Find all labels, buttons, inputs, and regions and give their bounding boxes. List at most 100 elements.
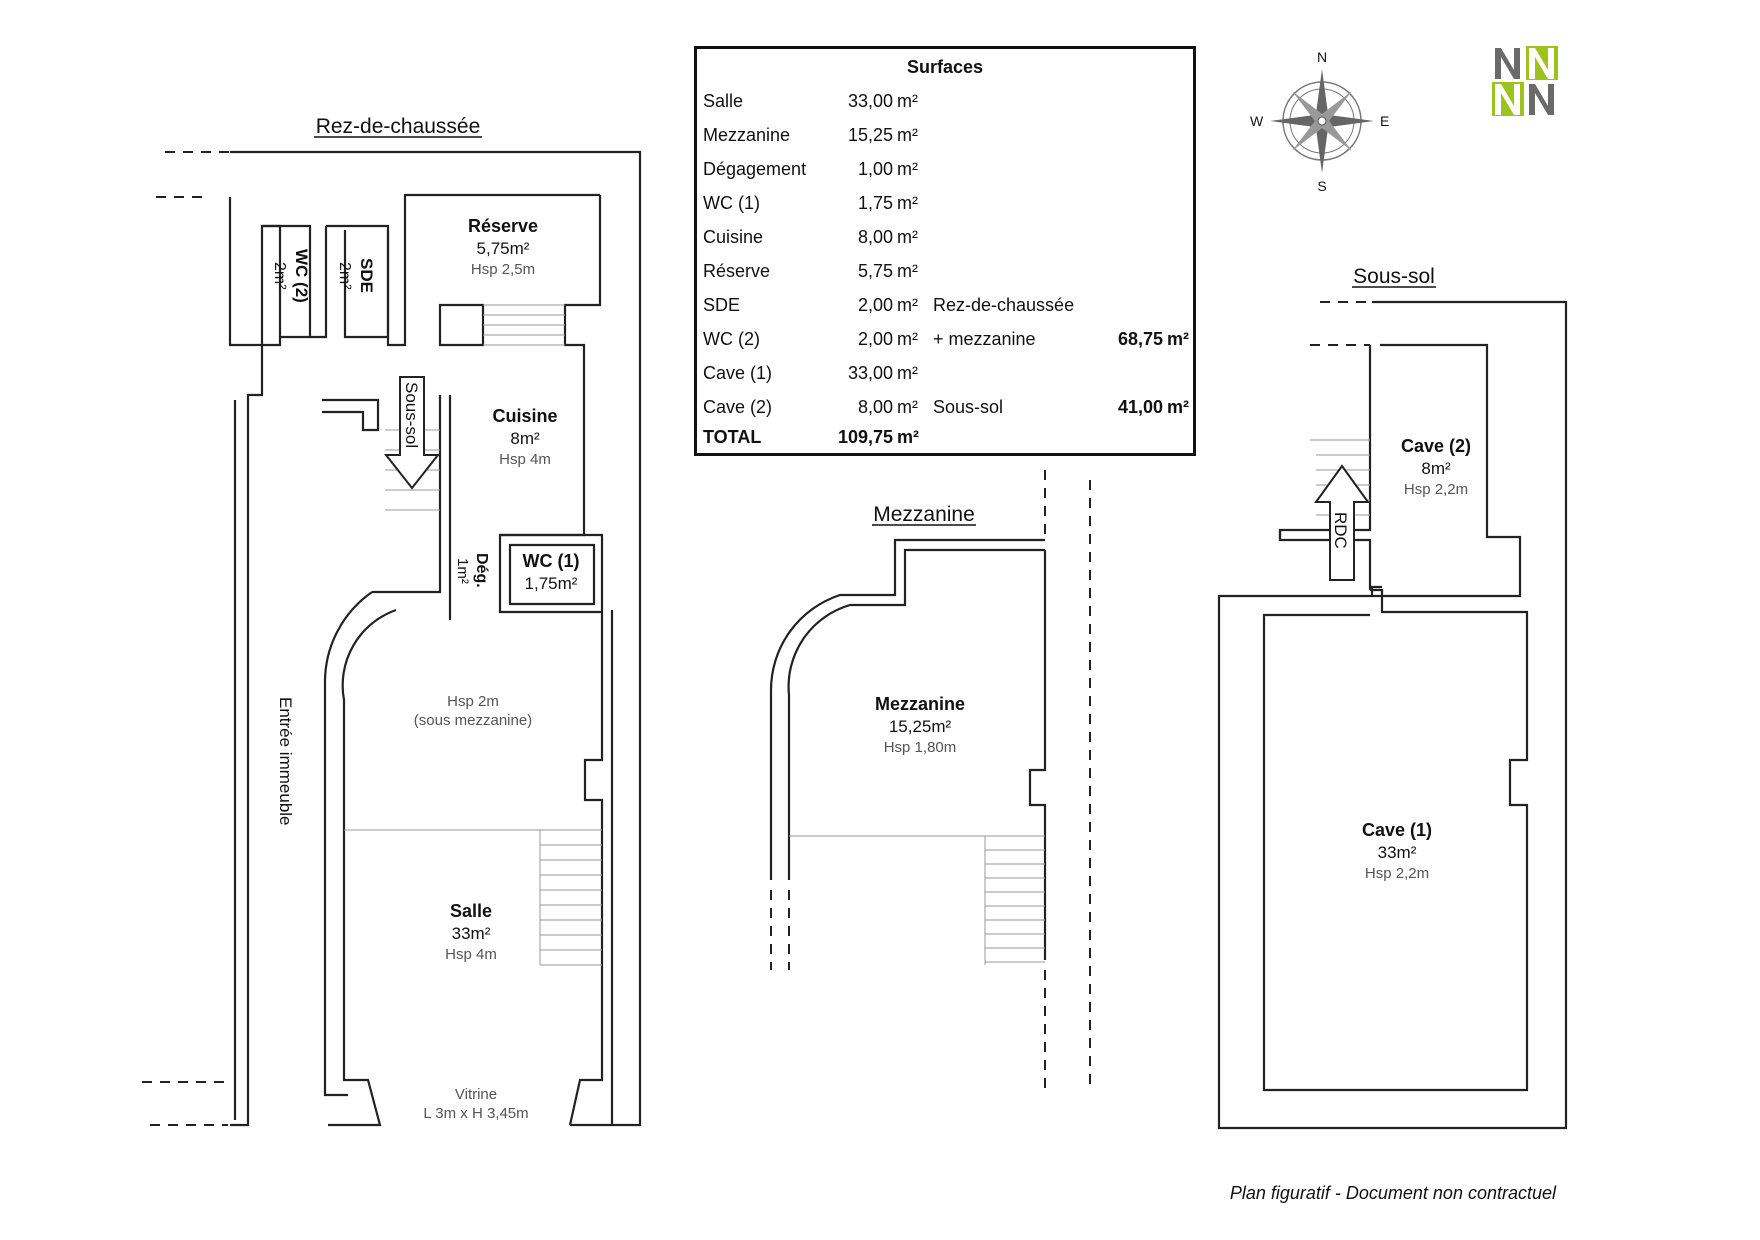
salle-hsp: Hsp 4m (445, 946, 497, 963)
total-value: 109,75 (837, 427, 893, 447)
compass-rose-icon: N S E W (1250, 49, 1389, 194)
mezzanine-area: 15,25m² (889, 717, 952, 736)
row-unit: m² (897, 397, 918, 417)
mezz-title: Mezzanine (873, 503, 975, 526)
total-label: TOTAL (703, 427, 762, 447)
row-value: 2,00 (857, 295, 893, 315)
compass-s: S (1317, 178, 1326, 194)
rdc-plan: Rez-de-chaussée Sous-sol (142, 115, 642, 1127)
total-unit: m² (897, 427, 919, 447)
sde-name: SDE (357, 258, 376, 293)
cave2-name: Cave (2) (1401, 436, 1471, 456)
reserve-hsp: Hsp 2,5m (471, 261, 535, 278)
row-group-unit: m² (1167, 397, 1189, 417)
cave2-hsp: Hsp 2,2m (1404, 481, 1468, 498)
row-name: Cave (2) (703, 397, 773, 417)
surfaces-title: Surfaces (906, 57, 984, 77)
row-group: Rez-de-chaussée (933, 295, 1075, 315)
mezzanine-plan: Mezzanine Mezzanine 15,25m² Hsp 1,80m (769, 470, 1091, 1090)
salle-area: 33m² (452, 924, 491, 943)
row-value: 33,00 (847, 363, 893, 383)
row-value: 1,00 (857, 159, 893, 179)
rdc-title: Rez-de-chaussée (316, 115, 481, 138)
sde-area: 2m² (336, 262, 353, 290)
cave1-name: Cave (1) (1362, 820, 1432, 840)
compass-n: N (1317, 49, 1327, 65)
row-name: Dégagement (703, 159, 807, 179)
row-value: 2,00 (857, 329, 893, 349)
row-unit: m² (897, 193, 918, 213)
row-name: Réserve (703, 261, 771, 281)
vitrine-dims: L 3m x H 3,45m (423, 1105, 528, 1122)
wc2-area: 2m² (271, 262, 288, 290)
row-unit: m² (897, 295, 918, 315)
stair-up-label: RDC (1331, 512, 1350, 549)
salle-name: Salle (450, 901, 492, 921)
cave1-hsp: Hsp 2,2m (1365, 865, 1429, 882)
mezzanine-name: Mezzanine (875, 694, 965, 714)
cuisine-hsp: Hsp 4m (499, 451, 551, 468)
row-unit: m² (897, 159, 918, 179)
mezzanine-hsp: Hsp 1,80m (884, 739, 957, 756)
down-arrow-icon (383, 376, 441, 490)
row-group: + mezzanine (933, 329, 1036, 349)
footer-disclaimer: Plan figuratif - Document non contractue… (1229, 1183, 1556, 1203)
soussol-title: Sous-sol (1353, 265, 1435, 288)
row-group-value: 41,00 (1117, 397, 1163, 417)
reserve-name: Réserve (468, 216, 538, 236)
row-name: WC (1) (703, 193, 760, 213)
row-value: 5,75 (857, 261, 893, 281)
reserve-area: 5,75m² (477, 239, 530, 258)
row-name: Salle (703, 91, 744, 111)
row-unit: m² (897, 363, 918, 383)
row-group-unit: m² (1167, 329, 1189, 349)
sous-mezz-hsp: Hsp 2m (447, 693, 499, 710)
row-name: Cuisine (703, 227, 764, 247)
row-group-value: 68,75 (1117, 329, 1163, 349)
row-unit: m² (897, 91, 918, 111)
row-unit: m² (897, 261, 918, 281)
soussol-plan: Sous-sol RDC Cave (2) 8m² Hsp 2,2m Cave … (1217, 265, 1568, 1130)
deg-name: Dég. (473, 553, 490, 588)
wc1-name: WC (1) (523, 551, 580, 571)
row-value: 8,00 (857, 227, 893, 247)
row-value: 1,75 (857, 193, 893, 213)
row-name: Mezzanine (703, 125, 791, 145)
row-name: WC (2) (703, 329, 760, 349)
compass-w: W (1250, 113, 1264, 129)
wc2-name: WC (2) (292, 249, 311, 303)
cave2-area: 8m² (1421, 459, 1451, 478)
row-unit: m² (897, 227, 918, 247)
cuisine-area: 8m² (510, 429, 540, 448)
entree-label: Entrée immeuble (276, 697, 295, 826)
compass-e: E (1380, 113, 1389, 129)
stair-down-label: Sous-sol (402, 382, 421, 448)
wc1-area: 1,75m² (525, 574, 578, 593)
total-row: TOTAL 109,75 m² (697, 427, 1193, 451)
vitrine-label: Vitrine (455, 1086, 497, 1103)
row-name: Cave (1) (703, 363, 773, 383)
row-name: SDE (703, 295, 741, 315)
sous-mezz-note: (sous mezzanine) (414, 712, 532, 729)
cuisine-name: Cuisine (492, 406, 557, 426)
up-arrow-icon (1314, 464, 1370, 581)
row-unit: m² (897, 329, 918, 349)
row-value: 15,25 (847, 125, 893, 145)
row-value: 33,00 (847, 91, 893, 111)
row-value: 8,00 (857, 397, 893, 417)
agency-logo (1492, 46, 1558, 116)
row-unit: m² (897, 125, 918, 145)
cave1-area: 33m² (1378, 843, 1417, 862)
